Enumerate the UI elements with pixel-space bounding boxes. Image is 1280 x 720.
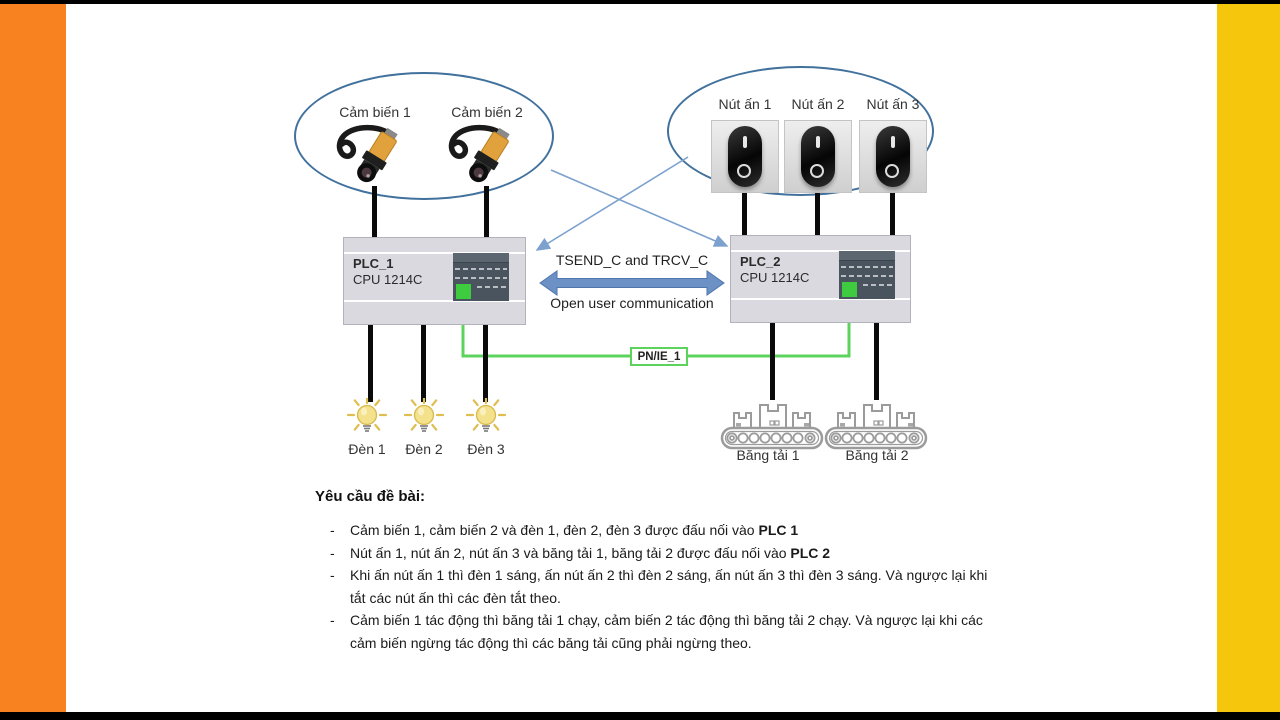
conveyor-label: Băng tải 1 xyxy=(736,447,800,463)
accent-bar-right xyxy=(1217,4,1280,712)
bullet-dash: - xyxy=(330,522,335,538)
switch-on-mark-icon xyxy=(743,136,747,148)
requirement-text: Cảm biến 1, cảm biến 2 và đèn 1, đèn 2, … xyxy=(350,522,799,538)
plc1-text: PLC_1 CPU 1214C xyxy=(353,256,422,288)
conveyor-icon xyxy=(720,404,824,450)
rocker-switch xyxy=(711,120,779,193)
letterbox-bottom xyxy=(0,712,1280,720)
communication-arrow-icon xyxy=(539,270,725,296)
requirement-text: Nút ấn 1, nút ấn 2, nút ấn 3 và băng tải… xyxy=(350,544,831,561)
lamp-icon xyxy=(346,398,388,432)
switch-off-mark-icon xyxy=(885,164,899,178)
requirement-item: - Cảm biến 1, cảm biến 2 và đèn 1, đèn 2… xyxy=(330,519,995,542)
pushbutton-label: Nút ấn 3 xyxy=(866,96,920,112)
bullet-dash: - xyxy=(330,612,335,628)
requirement-item: - Cảm biến 1 tác động thì băng tải 1 chạ… xyxy=(330,609,995,654)
lamp3-wire xyxy=(483,325,488,402)
lamp2-wire xyxy=(421,325,426,402)
sensor-label: Cảm biến 2 xyxy=(451,104,523,120)
conveyor-label: Băng tải 2 xyxy=(845,447,909,463)
conveyor1-wire xyxy=(770,323,775,400)
profinet-port-icon xyxy=(456,284,471,299)
plc-box-divider xyxy=(344,300,525,302)
buttons-to-plc2-arrow xyxy=(550,169,729,247)
cpu-module-icon xyxy=(839,251,895,299)
plc-box-divider xyxy=(731,250,910,252)
protocol-label: TSEND_C and TRCV_C xyxy=(555,252,709,268)
letterbox-top xyxy=(0,0,1280,4)
button3-wire xyxy=(890,193,895,236)
plc2-cpu: CPU 1214C xyxy=(740,270,810,285)
requirements-section: Yêu cầu đề bài: - Cảm biến 1, cảm biến 2… xyxy=(315,488,995,654)
rocker-button xyxy=(876,126,910,187)
accent-bar-left xyxy=(0,4,66,712)
bullet-dash: - xyxy=(330,567,335,583)
sensor2-wire xyxy=(484,186,489,238)
lamp1-wire xyxy=(368,325,373,402)
switch-off-mark-icon xyxy=(737,164,751,178)
switch-on-mark-icon xyxy=(816,136,820,148)
switch-off-mark-icon xyxy=(810,164,824,178)
requirement-item: - Nút ấn 1, nút ấn 2, nút ấn 3 và băng t… xyxy=(330,542,995,565)
rocker-button xyxy=(801,126,835,187)
lamp-icon xyxy=(403,398,445,432)
button1-wire xyxy=(742,193,747,236)
conveyor-icon xyxy=(824,404,928,450)
plc2-name: PLC_2 xyxy=(740,254,781,269)
plc1-cpu: CPU 1214C xyxy=(353,272,423,287)
lamp-icon xyxy=(465,398,507,432)
profinet-port-icon xyxy=(842,282,857,297)
sensor-group-ellipse xyxy=(294,72,554,200)
sensor1-wire xyxy=(372,186,377,238)
requirements-title: Yêu cầu đề bài: xyxy=(315,488,426,505)
photoelectric-sensor-icon xyxy=(448,124,510,183)
requirement-text: Khi ấn nút ấn 1 thì đèn 1 sáng, ấn nút ấ… xyxy=(350,567,988,606)
button2-wire xyxy=(815,193,820,236)
plc2-box: PLC_2 CPU 1214C xyxy=(730,235,911,323)
requirement-item: - Khi ấn nút ấn 1 thì đèn 1 sáng, ấn nút… xyxy=(330,564,995,609)
pushbutton-label: Nút ấn 1 xyxy=(718,96,772,112)
plc1-box: PLC_1 CPU 1214C xyxy=(343,237,526,325)
plc1-name: PLC_1 xyxy=(353,256,394,271)
rocker-switch xyxy=(784,120,852,193)
plc2-text: PLC_2 CPU 1214C xyxy=(740,254,809,286)
pushbutton-label: Nút ấn 2 xyxy=(791,96,845,112)
cpu-module-icon xyxy=(453,253,509,301)
communication-mode-label: Open user communication xyxy=(550,295,714,311)
bullet-dash: - xyxy=(330,544,335,561)
rocker-switch xyxy=(859,120,927,193)
requirement-text: Cảm biến 1 tác động thì băng tải 1 chạy,… xyxy=(350,612,983,651)
plc-box-divider xyxy=(344,252,525,254)
button-group-ellipse xyxy=(667,66,934,196)
rocker-button xyxy=(728,126,762,187)
sensors-to-plc1-arrow xyxy=(535,156,689,251)
network-name-tag: PN/IE_1 xyxy=(630,347,688,366)
switch-on-mark-icon xyxy=(891,136,895,148)
lamp-label: Đèn 2 xyxy=(405,441,443,457)
conveyor2-wire xyxy=(874,323,879,400)
lamp-label: Đèn 1 xyxy=(348,441,386,457)
photoelectric-sensor-icon xyxy=(336,124,398,183)
lamp-label: Đèn 3 xyxy=(467,441,505,457)
sensor-label: Cảm biến 1 xyxy=(339,104,411,120)
